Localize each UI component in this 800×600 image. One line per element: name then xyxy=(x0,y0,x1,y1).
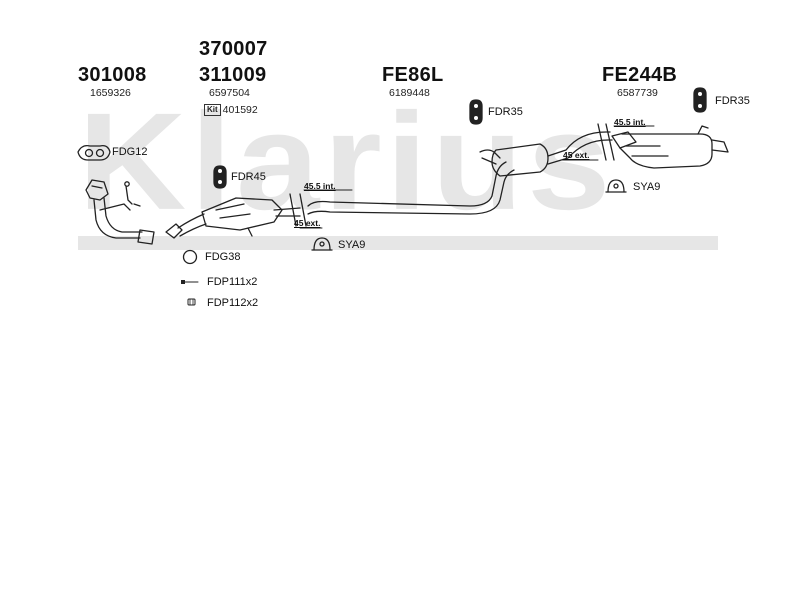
label-fdp112: FDP112x2 xyxy=(207,297,259,309)
intermediate-pipe-drawing xyxy=(307,161,515,215)
klarius-watermark-logo: Klarius xyxy=(78,83,615,239)
rear-silencer-drawing xyxy=(611,125,729,169)
label-fdg38: FDG38 xyxy=(205,251,241,263)
centre-silencer-drawing xyxy=(479,131,613,177)
label-fdp111: FDP111x2 xyxy=(207,276,258,288)
downpipe-drawing xyxy=(85,179,155,245)
nut-icon xyxy=(187,298,196,306)
part-code-rear-silencer: FE244B xyxy=(602,64,678,86)
joint1-external-diameter: 45 ext. xyxy=(294,218,321,228)
watermark-underline xyxy=(78,236,718,250)
rubber-hanger-icon-mid xyxy=(469,99,483,125)
label-sya9-right: SYA9 xyxy=(633,181,661,193)
gasket-ring-icon xyxy=(182,249,198,265)
label-sya9-lower: SYA9 xyxy=(338,239,366,251)
oe-ref-centre-silencer: 6189448 xyxy=(389,87,430,99)
rubber-hanger-icon xyxy=(213,165,227,189)
part-code-catalyst: 311009 xyxy=(199,64,267,86)
oe-ref-downpipe: 1659326 xyxy=(90,87,131,99)
joint1-internal-diameter: 45.5 int. xyxy=(304,181,336,191)
joint2-internal-diameter: 45.5 int. xyxy=(614,117,646,127)
rubber-hanger-icon-right xyxy=(693,87,707,113)
clamp-icon-right xyxy=(605,179,627,193)
kit-icon: Kit xyxy=(204,104,221,116)
joint2-external-diameter: 45 ext. xyxy=(563,150,590,160)
slip-joint-marks-1 xyxy=(289,189,353,229)
label-fdr45: FDR45 xyxy=(231,171,266,183)
label-fdr35-mid: FDR35 xyxy=(488,106,523,118)
part-code-catalyst-alt: 370007 xyxy=(199,38,268,60)
gasket-icon xyxy=(77,144,111,161)
catalyst-drawing xyxy=(165,197,301,239)
slip-joint-marks-2 xyxy=(561,123,655,161)
kit-ref-number: 401592 xyxy=(222,104,258,116)
label-fdr35-right: FDR35 xyxy=(715,95,750,107)
oe-ref-catalyst: 6597504 xyxy=(209,87,250,99)
clamp-icon-lower xyxy=(311,237,333,251)
bolt-icon xyxy=(181,280,199,284)
part-code-centre-silencer: FE86L xyxy=(382,64,444,86)
label-fdg12: FDG12 xyxy=(112,146,148,158)
oe-ref-rear-silencer: 6587739 xyxy=(617,87,658,99)
part-code-downpipe: 301008 xyxy=(78,64,147,86)
